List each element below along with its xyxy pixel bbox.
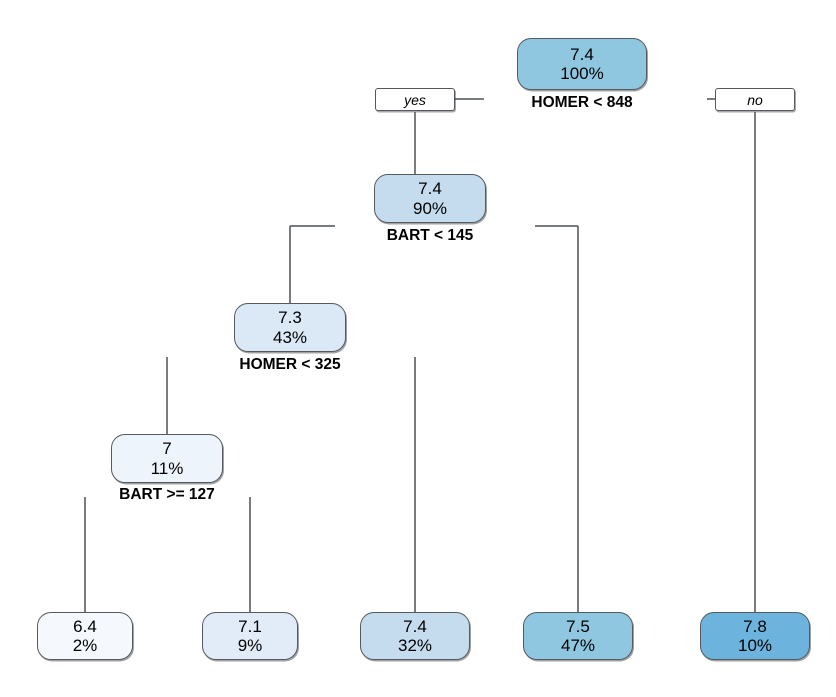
tree-node-percent: 11% (150, 458, 184, 478)
tree-node-n2[interactable]: 7.4 90% (374, 174, 486, 223)
tree-leaf-7-1[interactable]: 7.1 9% (202, 612, 298, 660)
tree-node-percent: 10% (737, 636, 773, 655)
split-label-n4: HOMER < 325 (239, 356, 341, 373)
tree-node-percent: 9% (237, 636, 263, 655)
tree-node-root[interactable]: 7.4 100% (517, 38, 647, 90)
branch-label-no: no (715, 88, 795, 111)
tree-node-n4[interactable]: 7.3 43% (234, 303, 346, 352)
branch-label-yes-text: yes (404, 91, 426, 108)
branch-label-yes: yes (375, 88, 455, 111)
tree-leaf-7-4[interactable]: 7.4 32% (360, 612, 470, 660)
tree-node-percent: 90% (412, 198, 448, 218)
tree-node-value: 7.1 (238, 616, 262, 636)
tree-leaf-6-4[interactable]: 6.4 2% (37, 612, 133, 660)
tree-node-percent: 32% (397, 636, 433, 655)
tree-node-n8[interactable]: 7 11% (111, 434, 223, 483)
tree-node-value: 7.4 (403, 616, 427, 636)
split-label-n2: BART < 145 (386, 227, 474, 244)
tree-node-value: 7.4 (418, 179, 442, 199)
tree-node-percent: 43% (272, 327, 308, 347)
tree-node-value: 7.5 (566, 616, 590, 636)
tree-node-percent: 100% (560, 64, 604, 83)
tree-leaf-7-5[interactable]: 7.5 47% (523, 612, 633, 660)
branch-label-no-text: no (747, 91, 763, 108)
split-label-root: HOMER < 848 (531, 94, 633, 111)
tree-node-value: 6.4 (73, 616, 97, 636)
tree-node-value: 7.8 (743, 616, 767, 636)
tree-leaf-7-8[interactable]: 7.8 10% (700, 612, 810, 660)
tree-node-value: 7.3 (278, 308, 302, 328)
tree-node-value: 7.4 (570, 44, 594, 64)
tree-node-percent: 2% (72, 636, 98, 655)
tree-node-percent: 47% (560, 636, 596, 655)
split-label-n8: BART >= 127 (119, 486, 215, 503)
tree-node-value: 7 (162, 439, 172, 459)
